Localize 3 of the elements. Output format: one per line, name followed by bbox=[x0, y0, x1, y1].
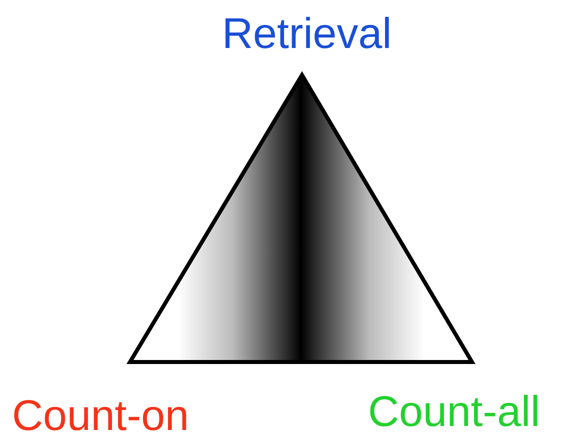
vertex-label: Retrieval bbox=[222, 10, 392, 58]
vertex-label: Count-on bbox=[12, 392, 189, 438]
vertex-label: Count-all bbox=[368, 388, 540, 436]
